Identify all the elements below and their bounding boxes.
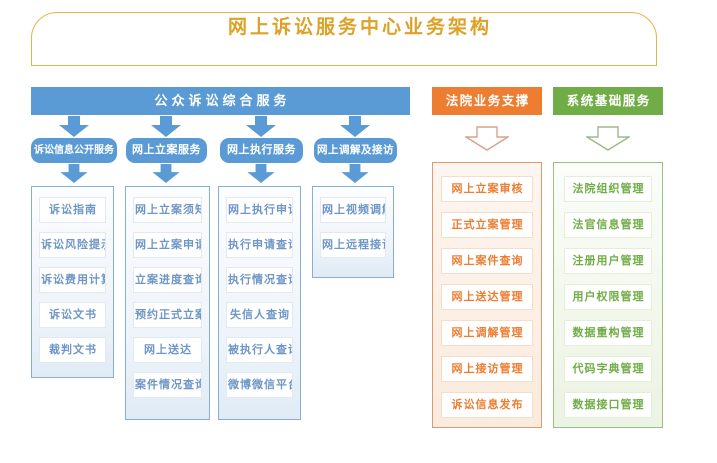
list-item: 网上立案须知 xyxy=(133,197,202,223)
down-arrow-icon xyxy=(151,164,181,183)
title-frame xyxy=(31,12,657,66)
list-item: 网上视频调解 xyxy=(320,197,386,223)
items-panel-info-disclosure: 诉讼指南诉讼风险提示诉讼费用计算诉讼文书裁判文书 xyxy=(31,186,114,378)
items-panel-mediation-visit: 网上视频调解网上远程接访 xyxy=(312,186,394,278)
group-header-online-filing: 网上立案服务 xyxy=(126,138,207,163)
down-arrow-outline-icon xyxy=(463,126,511,151)
list-item: 网上案件查询 xyxy=(441,248,533,274)
list-item: 预约正式立案 xyxy=(133,302,202,328)
list-item: 网上执行申请 xyxy=(226,197,293,223)
list-item: 裁判文书 xyxy=(39,337,106,363)
list-item: 用户权限管理 xyxy=(564,284,652,310)
list-item: 诉讼风险提示 xyxy=(39,232,106,258)
section-header-system: 系统基础服务 xyxy=(553,87,663,115)
list-item: 诉讼费用计算 xyxy=(39,267,106,293)
list-item: 案件情况查询 xyxy=(133,372,202,398)
down-arrow-icon xyxy=(59,116,89,137)
list-item: 网上送达 xyxy=(133,337,202,363)
group-header-info-disclosure: 诉讼信息公开服务 xyxy=(31,138,117,163)
list-item: 诉讼信息发布 xyxy=(441,392,533,418)
down-arrow-icon xyxy=(340,116,370,137)
items-panel-system-services: 法院组织管理法官信息管理注册用户管理用户权限管理数据重构管理代码字典管理数据接口… xyxy=(553,162,663,428)
list-item: 数据接口管理 xyxy=(564,392,652,418)
list-item: 法院组织管理 xyxy=(564,176,652,202)
list-item: 网上调解管理 xyxy=(441,320,533,346)
list-item: 数据重构管理 xyxy=(564,320,652,346)
section-header-court: 法院业务支撑 xyxy=(432,87,542,115)
down-arrow-icon xyxy=(151,116,181,137)
list-item: 代码字典管理 xyxy=(564,356,652,382)
list-item: 正式立案管理 xyxy=(441,212,533,238)
list-item: 诉讼文书 xyxy=(39,302,106,328)
list-item: 失信人查询 xyxy=(226,302,293,328)
down-arrow-icon xyxy=(246,116,276,137)
page-title: 网上诉讼服务中心业务架构 xyxy=(227,17,492,38)
list-item: 网上立案审核 xyxy=(441,176,533,202)
list-item: 法官信息管理 xyxy=(564,212,652,238)
list-item: 执行情况查询 xyxy=(226,267,293,293)
list-item: 网上送达管理 xyxy=(441,284,533,310)
list-item: 立案进度查询 xyxy=(133,267,202,293)
list-item: 网上立案申请 xyxy=(133,232,202,258)
list-item: 执行申请查询 xyxy=(226,232,293,258)
down-arrow-outline-icon xyxy=(584,126,632,151)
list-item: 被执行人查询 xyxy=(226,337,293,363)
section-header-public: 公众诉讼综合服务 xyxy=(31,87,410,115)
down-arrow-icon xyxy=(340,164,370,183)
list-item: 网上接访管理 xyxy=(441,356,533,382)
group-header-mediation-visit: 网上调解及接访 xyxy=(314,138,397,163)
list-item: 网上远程接访 xyxy=(320,232,386,258)
list-item: 注册用户管理 xyxy=(564,248,652,274)
items-panel-online-filing: 网上立案须知网上立案申请立案进度查询预约正式立案网上送达案件情况查询 xyxy=(125,186,210,420)
items-panel-online-enforcement: 网上执行申请执行申请查询执行情况查询失信人查询被执行人查询微博微信平台 xyxy=(218,186,301,420)
items-panel-court-support: 网上立案审核正式立案管理网上案件查询网上送达管理网上调解管理网上接访管理诉讼信息… xyxy=(432,162,542,428)
down-arrow-icon xyxy=(59,164,89,183)
group-header-online-enforcement: 网上执行服务 xyxy=(220,138,303,163)
list-item: 微博微信平台 xyxy=(226,372,293,398)
down-arrow-icon xyxy=(246,164,276,183)
list-item: 诉讼指南 xyxy=(39,197,106,223)
